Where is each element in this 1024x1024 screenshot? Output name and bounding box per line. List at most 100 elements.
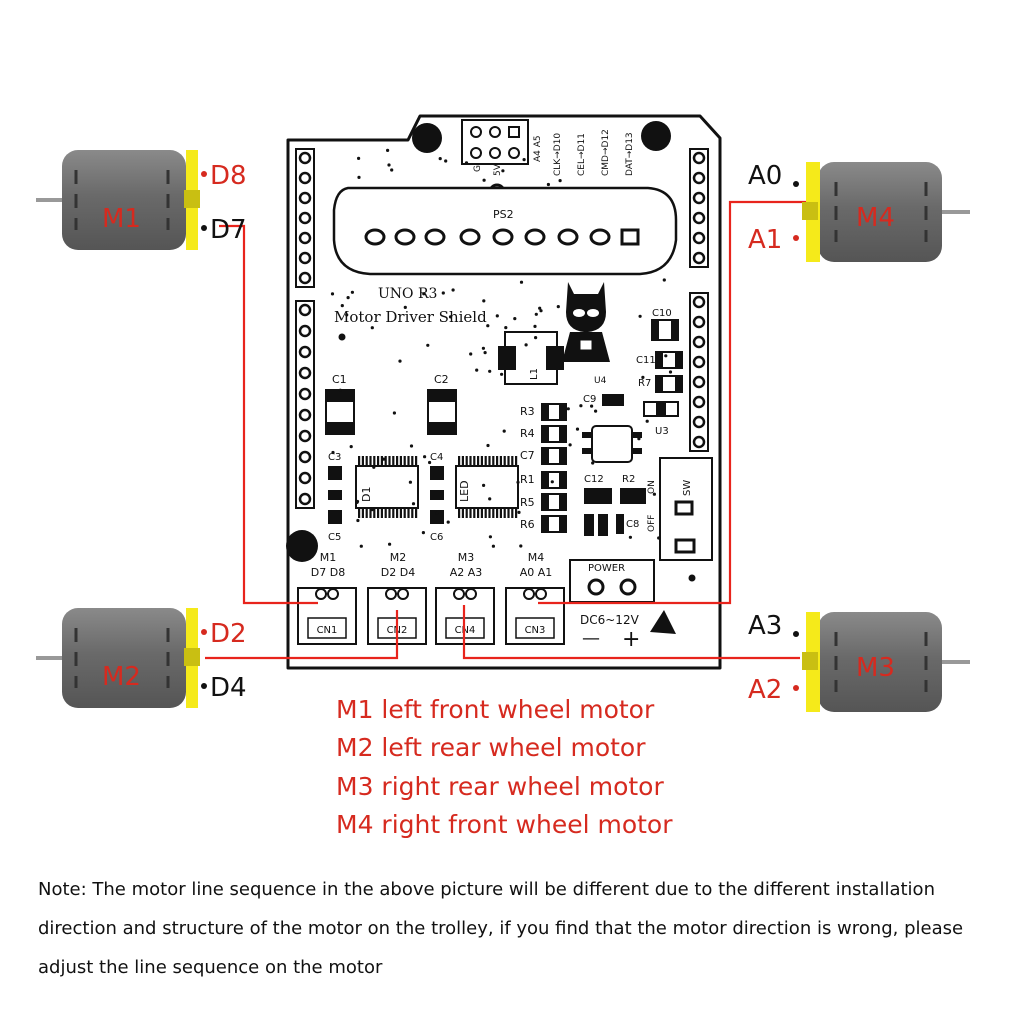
header-pin xyxy=(692,395,706,409)
header-label-dat: DAT→D13 xyxy=(625,132,635,176)
svg-text:R3: R3 xyxy=(520,405,535,418)
motor-pin-bottom: D7 xyxy=(210,215,247,245)
motor-pin-bottom: A1 xyxy=(748,225,782,255)
note-line-3: adjust the line sequence on the motor xyxy=(38,957,383,978)
power-label: POWER xyxy=(588,563,625,574)
note-line-2: direction and structure of the motor on … xyxy=(38,918,964,939)
motor-port-m4: M4 A0 A1 CN3 xyxy=(505,551,565,645)
header-pin xyxy=(692,191,706,205)
header-pin xyxy=(298,408,312,422)
svg-text:ON: ON xyxy=(647,480,657,494)
svg-text:D1: D1 xyxy=(360,487,373,502)
left-pin-header xyxy=(295,148,315,509)
connector-label: CN1 xyxy=(317,625,338,636)
header-pin xyxy=(692,415,706,429)
header-label-cel: CEL→D11 xyxy=(577,133,587,176)
wire-m3 xyxy=(462,605,800,660)
wire-m2 xyxy=(205,610,399,660)
header-label-a4a5: A4 A5 xyxy=(533,135,543,162)
header-pin xyxy=(298,366,312,380)
svg-text:OFF: OFF xyxy=(647,515,657,532)
svg-text:C5: C5 xyxy=(328,532,341,543)
header-pin xyxy=(298,231,312,245)
svg-text:R2: R2 xyxy=(622,474,635,485)
header-pin xyxy=(298,429,312,443)
motor-name-label: M3 xyxy=(856,653,895,683)
header-pin xyxy=(692,251,706,265)
legend-m2: M2 left rear wheel motor xyxy=(336,733,646,762)
header-pin xyxy=(298,211,312,225)
port-motor-label: M2 xyxy=(390,551,407,564)
svg-text:C2: C2 xyxy=(434,373,449,386)
motor-name-label: M4 xyxy=(856,203,895,233)
header-pin xyxy=(692,355,706,369)
port-pin-label: D7 D8 xyxy=(311,566,345,579)
header-pin xyxy=(692,375,706,389)
driver-chip-u3 xyxy=(455,456,519,518)
header-pin xyxy=(692,335,706,349)
header-pin xyxy=(298,191,312,205)
minus-label: — xyxy=(582,628,600,649)
svg-text:R6: R6 xyxy=(520,518,535,531)
port-motor-label: M4 xyxy=(528,551,545,564)
motor-pin-top: D2 xyxy=(210,619,247,649)
svg-text:R7: R7 xyxy=(638,378,651,389)
header-pin xyxy=(298,303,312,317)
svg-text:R1: R1 xyxy=(520,473,535,486)
svg-text:C9: C9 xyxy=(583,394,596,405)
svg-text:LED: LED xyxy=(458,480,471,502)
right-pin-header-top xyxy=(689,148,709,268)
led-label: U4 xyxy=(594,376,607,386)
port-pin-label: A0 A1 xyxy=(520,566,553,579)
svg-text:C10: C10 xyxy=(652,308,672,319)
svg-text:C6: C6 xyxy=(430,532,443,543)
header-pin xyxy=(298,271,312,285)
svg-text:C8: C8 xyxy=(626,519,639,530)
header-pin xyxy=(298,324,312,338)
mounting-hole xyxy=(412,123,442,153)
wire-m1 xyxy=(219,224,318,605)
legend-m3: M3 right rear wheel motor xyxy=(336,772,664,801)
header-pin xyxy=(298,492,312,506)
motor-pin-top: A3 xyxy=(748,611,782,641)
svg-text:C11: C11 xyxy=(636,355,656,366)
svg-text:C4: C4 xyxy=(430,452,443,463)
pcb-dots xyxy=(330,148,696,582)
svg-text:R5: R5 xyxy=(520,496,535,509)
header-pin xyxy=(692,231,706,245)
ps2-header xyxy=(461,119,529,165)
header-label-cmd: CMD→D12 xyxy=(601,129,611,176)
motor-pin-top: D8 xyxy=(210,161,247,191)
board-title-line1: UNO R3 xyxy=(378,286,437,302)
power-voltage: DC6~12V xyxy=(580,613,640,627)
header-pin xyxy=(692,315,706,329)
g-label: G xyxy=(473,165,483,172)
motor-pin-top: A0 xyxy=(748,161,782,191)
header-pin xyxy=(298,450,312,464)
port-pin-label: D2 D4 xyxy=(381,566,415,579)
header-pin xyxy=(692,211,706,225)
svg-text:C3: C3 xyxy=(328,452,341,463)
header-pin xyxy=(692,151,706,165)
svg-text:C1: C1 xyxy=(332,373,347,386)
mounting-hole xyxy=(641,121,671,151)
driver-chip-u2 xyxy=(355,456,419,518)
legend-m4: M4 right front wheel motor xyxy=(336,810,673,839)
svg-text:L1: L1 xyxy=(529,368,540,380)
motor-pin-bottom: D4 xyxy=(210,673,247,703)
motor-port-m1: M1 D7 D8 CN1 xyxy=(297,551,357,645)
svg-text:C7: C7 xyxy=(520,449,535,462)
header-pin xyxy=(298,387,312,401)
wires xyxy=(205,200,806,660)
port-motor-label: M1 xyxy=(320,551,337,564)
svg-text:R4: R4 xyxy=(520,427,535,440)
connector-label: CN3 xyxy=(525,625,546,636)
mounting-hole xyxy=(286,530,318,562)
power-switch: SW ON OFF xyxy=(647,457,713,561)
header-pin xyxy=(692,171,706,185)
